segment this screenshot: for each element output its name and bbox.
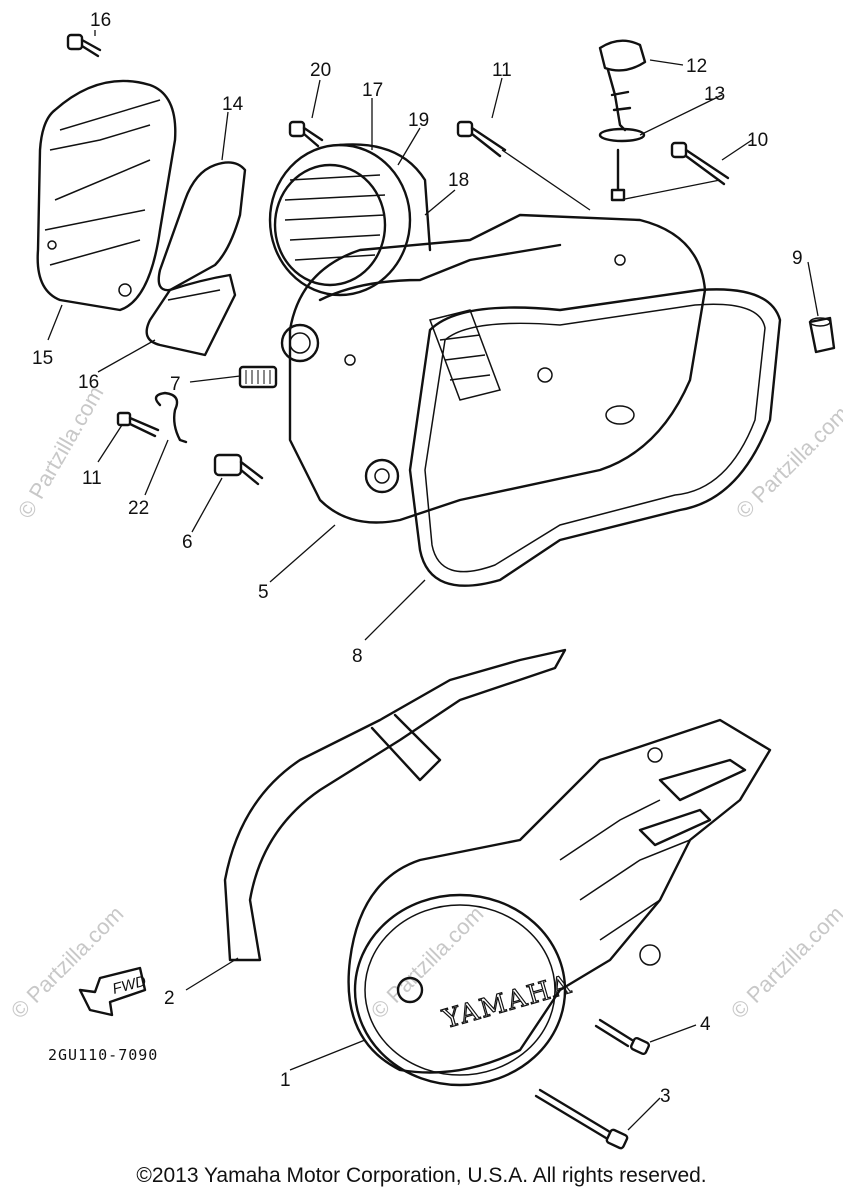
callout-3: 3 (660, 1086, 671, 1107)
part-21-screw (288, 120, 324, 148)
callout-labels: 16 14 20 17 19 18 11 12 13 10 9 15 16 7 … (32, 10, 803, 1107)
callout-18: 17 (362, 80, 383, 101)
part-10-bolt (670, 141, 730, 186)
callout-22: 22 (128, 498, 149, 519)
part-4-screw (594, 1018, 650, 1056)
part-11-lower-screw (116, 411, 160, 438)
callout-9: 9 (792, 248, 803, 269)
callout-5: 5 (258, 582, 269, 603)
part-5-crankcase-cover (280, 213, 707, 524)
part-8-gasket (408, 288, 782, 587)
callout-4: 4 (700, 1014, 711, 1035)
part-14-cover (36, 79, 177, 312)
callout-14: 15 (32, 348, 53, 369)
callout-10: 10 (747, 130, 768, 151)
callout-19: 18 (448, 170, 469, 191)
callout-6: 6 (182, 532, 193, 553)
part-9-dowel (808, 316, 836, 354)
watermark: © Partzilla.com (13, 382, 109, 523)
part-3-screw (534, 1088, 629, 1150)
part-15-gasket (157, 161, 247, 292)
callout-20: 19 (408, 110, 429, 131)
part-6-plug (213, 453, 264, 486)
callout-1: 1 (280, 1070, 291, 1091)
callout-11b: 11 (82, 468, 102, 489)
callout-11: 11 (492, 60, 512, 81)
callout-8: 8 (352, 646, 363, 667)
copyright-footer: ©2013 Yamaha Motor Corporation, U.S.A. A… (136, 1164, 707, 1187)
part-7-seal (238, 365, 278, 389)
part-11-screw (456, 120, 507, 158)
part-number-code: 2GU110-7090 (48, 1046, 158, 1064)
callout-2: 2 (164, 988, 175, 1009)
fwd-label: FWD (111, 973, 149, 998)
callout-7: 7 (170, 374, 181, 395)
part-12-dipstick (598, 39, 647, 202)
callout-15: 14 (222, 94, 244, 115)
callout-21: 20 (310, 60, 331, 81)
callout-17: 16 (90, 10, 111, 31)
watermark: © Partzilla.com (726, 901, 843, 1024)
part-22-clip (154, 391, 188, 444)
leader-lines (47, 30, 819, 1131)
part-16-filter (145, 273, 237, 357)
brand-text: YAMAHA (439, 970, 576, 1036)
part-2-gasket (223, 648, 567, 962)
part-18-housing (268, 143, 432, 297)
callout-13: 13 (704, 84, 725, 105)
part-17-screw (66, 33, 102, 58)
callout-16: 16 (78, 372, 99, 393)
callout-12: 12 (686, 56, 707, 77)
fwd-arrow: FWD (78, 966, 149, 1017)
